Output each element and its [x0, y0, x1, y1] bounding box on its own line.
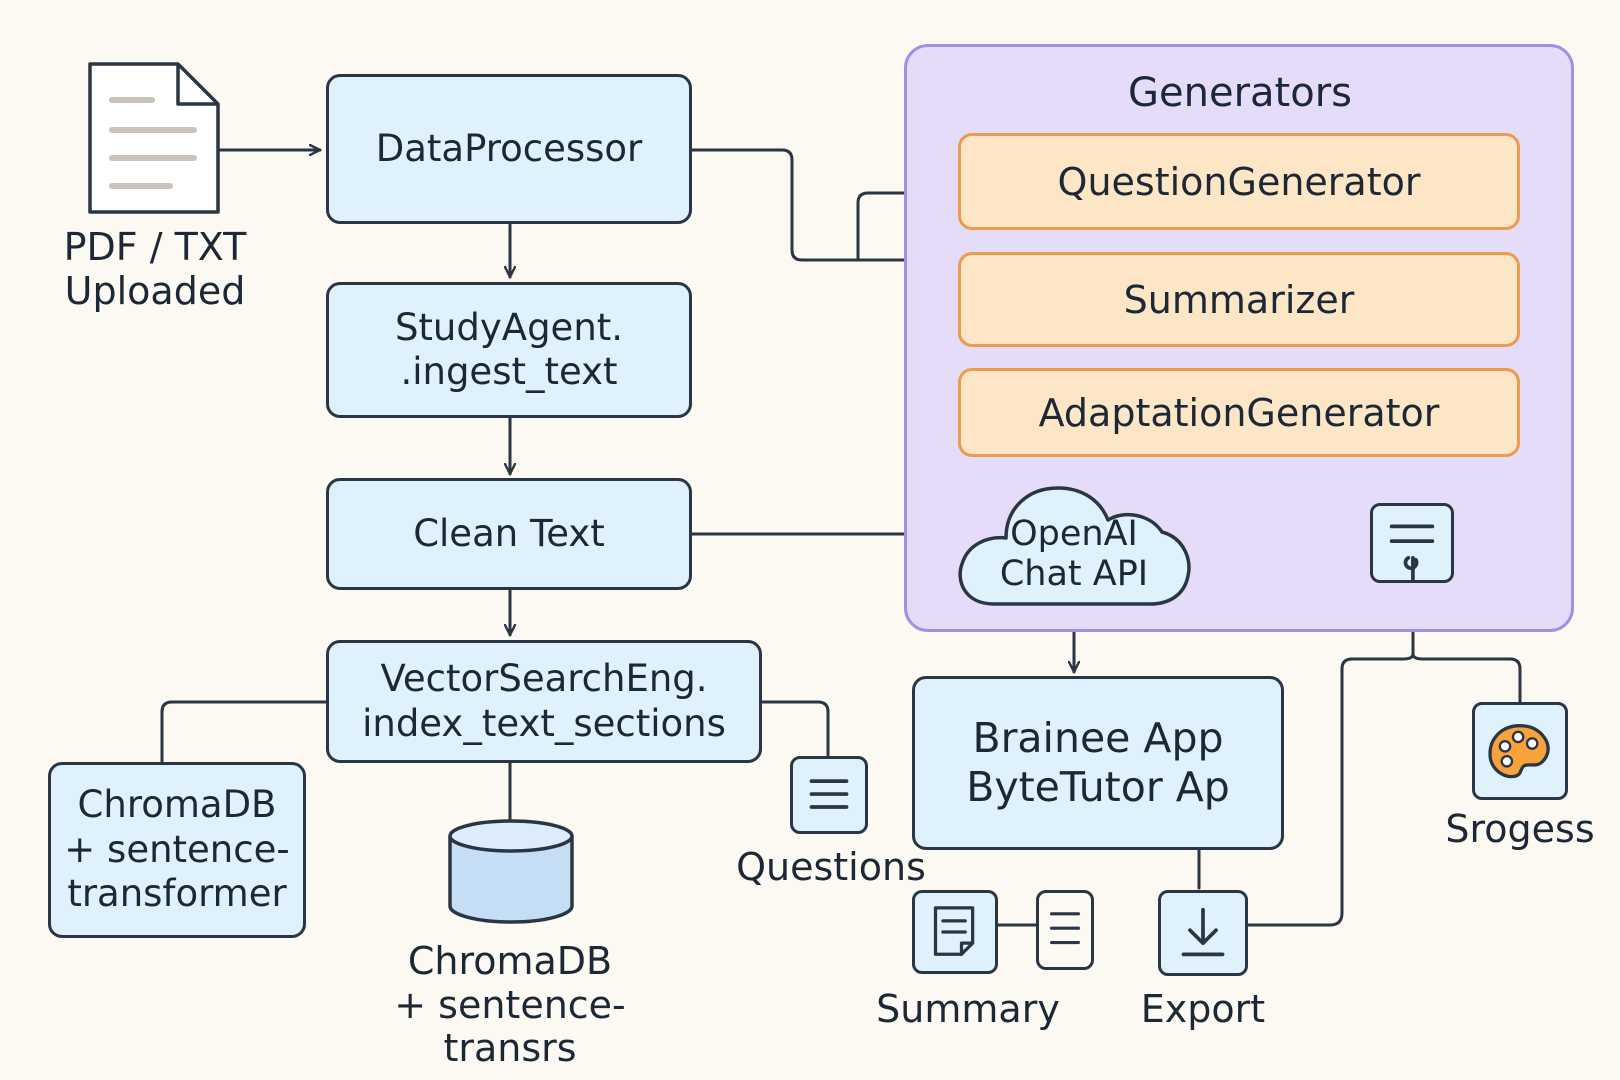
wire-vector-to-questions [760, 700, 830, 757]
wire-vector-to-chromadb-box [160, 700, 328, 764]
data-processor-node[interactable]: DataProcessor [326, 74, 692, 224]
summary-icon[interactable] [912, 890, 998, 974]
wire-to-palette [1411, 652, 1522, 704]
summary-label: Summary [876, 987, 1060, 1031]
cloud-icon [958, 486, 1191, 606]
app-node[interactable]: Brainee App ByteTutor Ap [912, 676, 1284, 850]
export-icon[interactable] [1158, 890, 1248, 976]
generators-title: Generators [1128, 70, 1352, 116]
database-icon [448, 819, 574, 924]
openai-chat-api-label: OpenAI Chat API [999, 514, 1149, 595]
summarizer-node[interactable]: Summarizer [958, 252, 1520, 347]
questions-label: Questions [736, 845, 926, 889]
progress-doc-icon[interactable] [1370, 503, 1454, 583]
summary-doc-icon[interactable] [1036, 890, 1094, 970]
clean-text-node[interactable]: Clean Text [326, 478, 692, 590]
palette-icon[interactable] [1472, 702, 1568, 800]
arrow-to-question-generator [856, 193, 952, 262]
progress-label: Srogess [1445, 807, 1595, 851]
study-agent-node[interactable]: StudyAgent. .ingest_text [326, 282, 692, 418]
database-label: ChromaDB + sentence-transrs [394, 939, 626, 1071]
wire-progress-split [1246, 581, 1415, 927]
document-icon [88, 62, 220, 214]
vector-search-node[interactable]: VectorSearchEng. index_text_sections [326, 640, 762, 763]
question-generator-node[interactable]: QuestionGenerator [958, 133, 1520, 230]
input-label: PDF / TXT Uploaded [63, 225, 247, 313]
adaptation-generator-node[interactable]: AdaptationGenerator [958, 368, 1520, 457]
questions-icon[interactable] [790, 756, 868, 834]
export-label: Export [1140, 987, 1266, 1031]
chromadb-node[interactable]: ChromaDB + sentence- transformer [48, 762, 306, 938]
